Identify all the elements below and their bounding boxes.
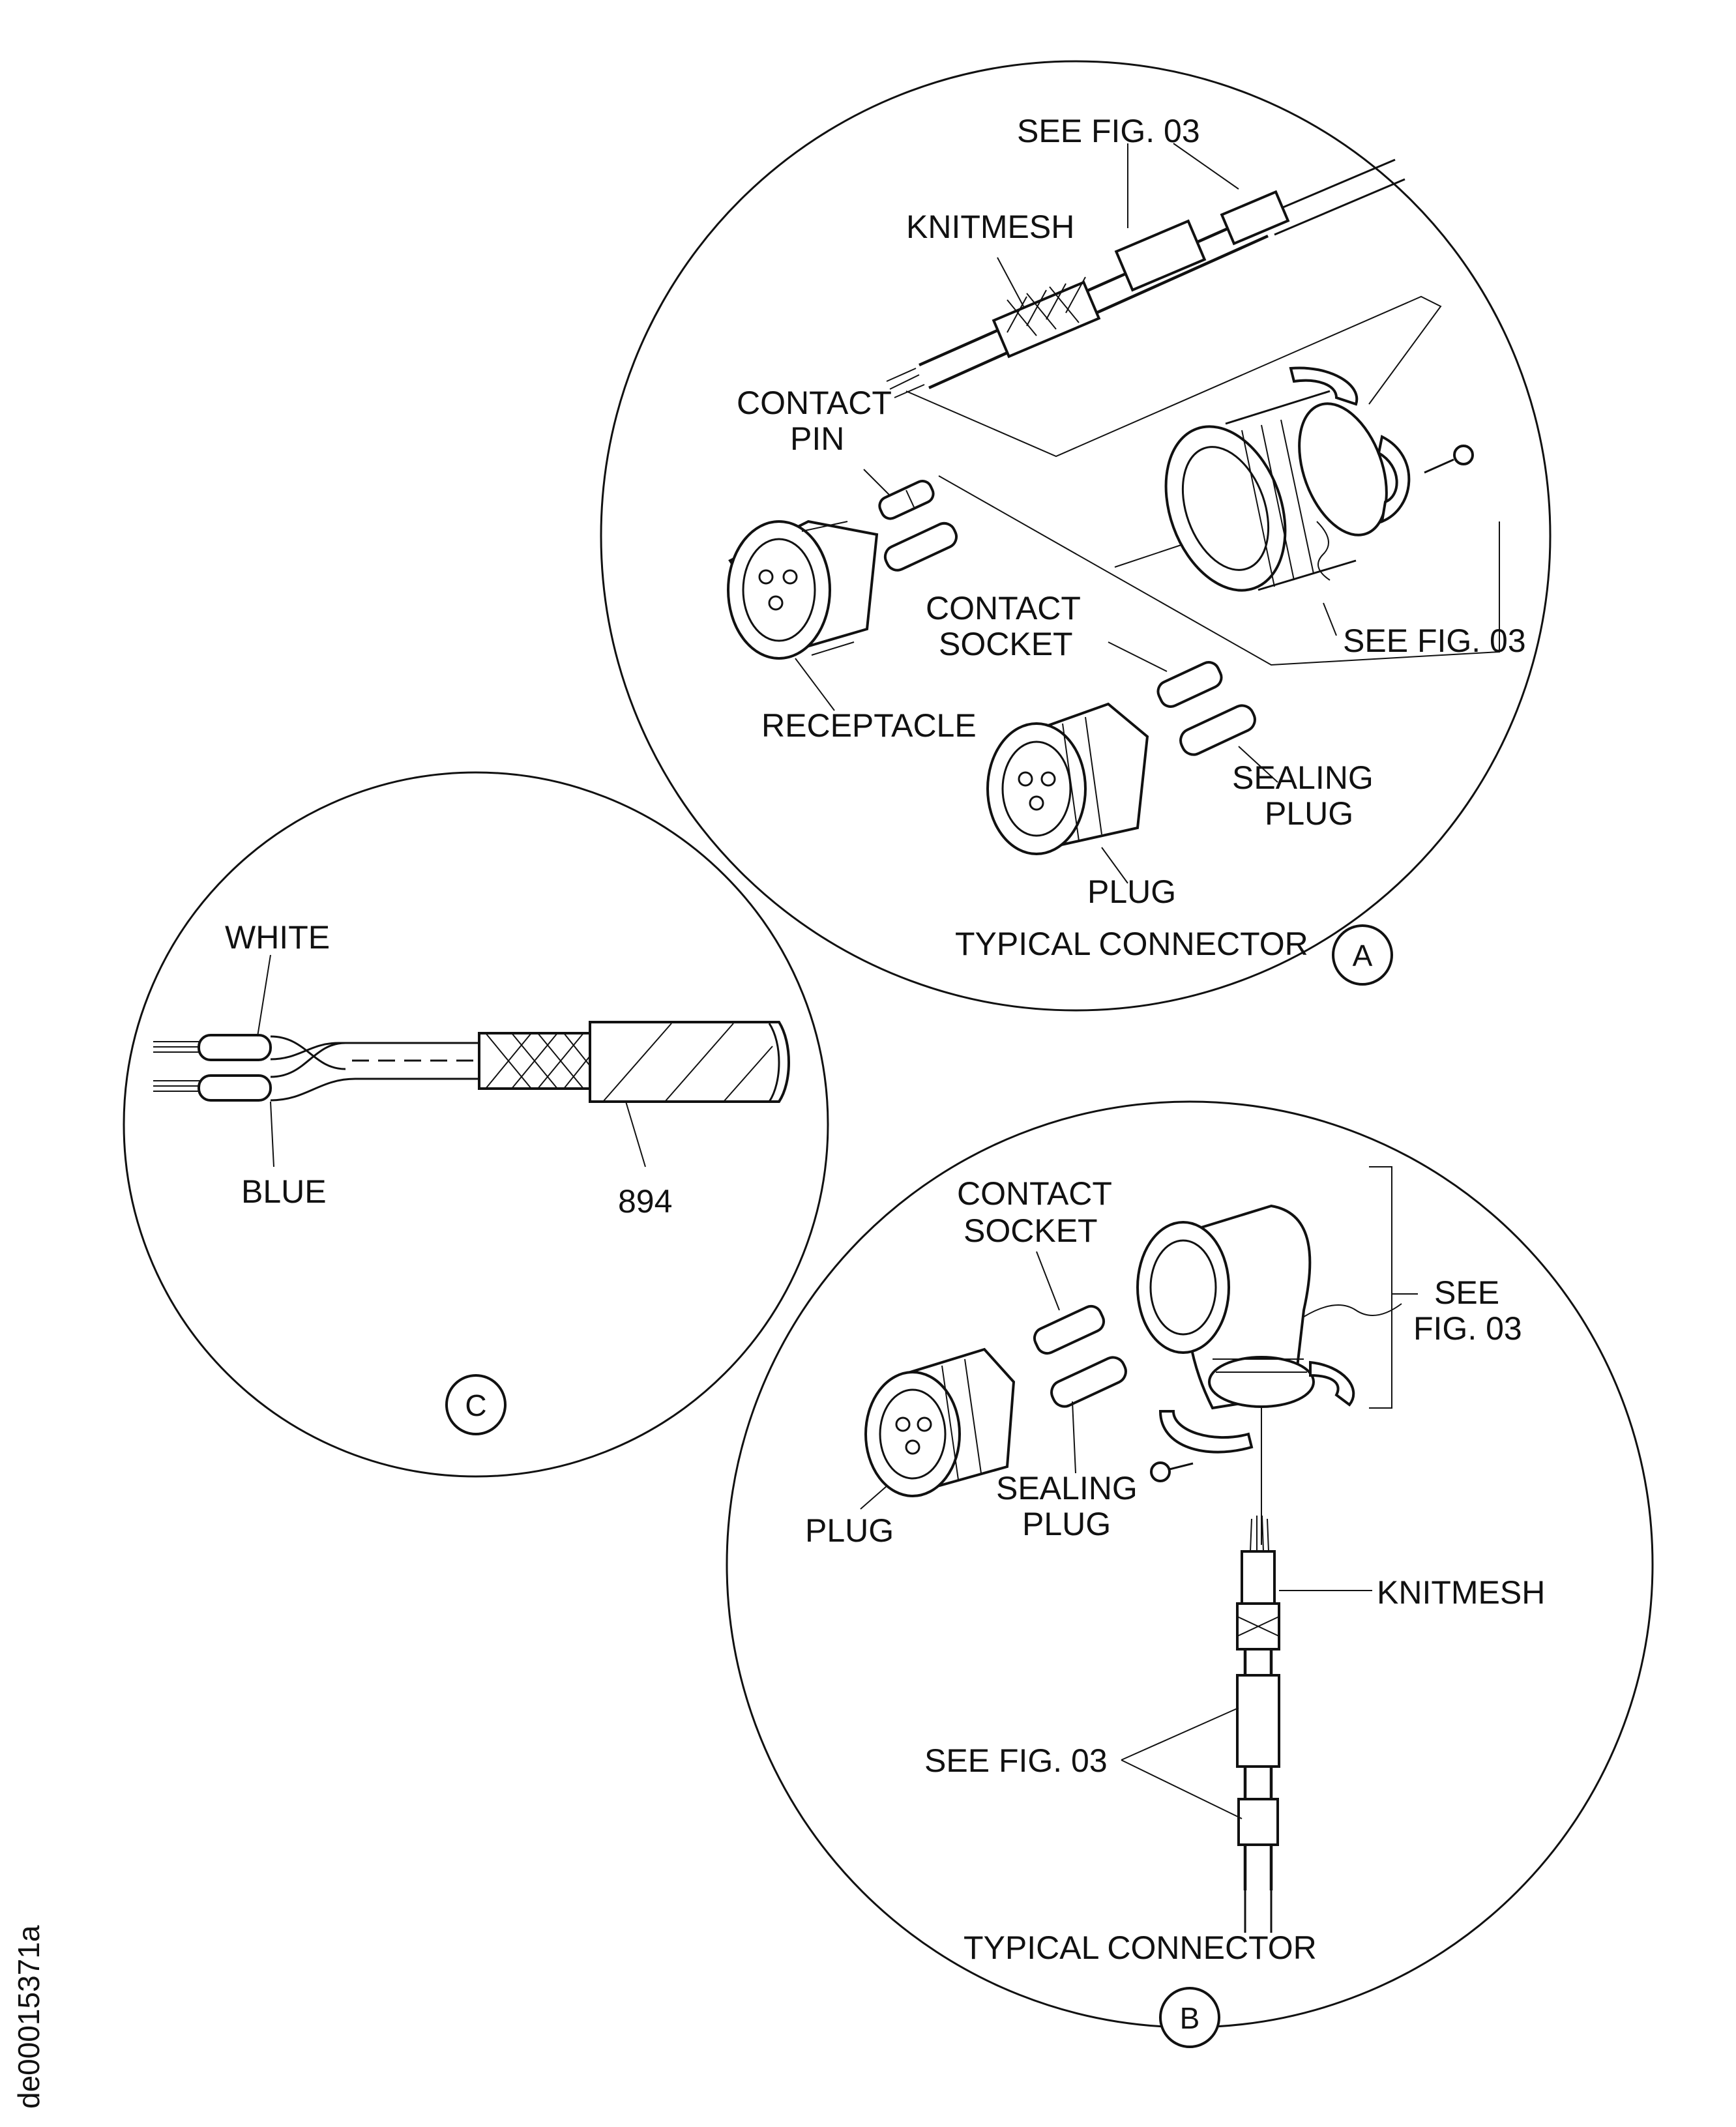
detail-b-elbow-backshell: [1136, 1204, 1402, 1482]
detail-a-leader-see-fig-top: [1127, 143, 1239, 228]
detail-a-clamp-screw: [1424, 445, 1474, 474]
detail-a-label-contact-pin-2: PIN: [790, 420, 844, 457]
detail-a-label-receptacle: RECEPTACLE: [761, 707, 977, 744]
figure-id: de00015371a: [12, 1925, 46, 2109]
detail-a-marker: A: [1353, 939, 1373, 973]
detail-c-label-894: 894: [618, 1183, 672, 1220]
detail-a: SEE FIG. 03 KNITMESH CONTACT PIN SEE FIG…: [600, 60, 1552, 1012]
detail-a-leader-receptacle: [795, 658, 835, 711]
detail-c-marker: C: [465, 1388, 486, 1422]
detail-a-label-see-fig-top: SEE FIG. 03: [1017, 113, 1200, 149]
detail-c-leader-894: [625, 1101, 646, 1167]
detail-a-contact-socket: [1156, 661, 1223, 708]
detail-a-cable: [886, 158, 1405, 398]
detail-b-label-contact-socket-2: SOCKET: [964, 1212, 1098, 1249]
detail-b-label-knitmesh: KNITMESH: [1377, 1574, 1545, 1611]
detail-a-label-plug: PLUG: [1087, 873, 1176, 910]
detail-a-leader-contact-pin: [863, 469, 890, 496]
detail-b-label-plug: PLUG: [805, 1512, 894, 1549]
detail-a-label-contact-socket-1: CONTACT: [926, 590, 1081, 626]
detail-a-leader-knitmesh: [997, 257, 1024, 307]
detail-c-label-blue: BLUE: [241, 1173, 327, 1210]
detail-a-title: TYPICAL CONNECTOR: [955, 926, 1308, 962]
detail-a-label-contact-pin-1: CONTACT: [737, 385, 892, 421]
detail-a-plug: [986, 702, 1149, 855]
detail-a-label-knitmesh: KNITMESH: [906, 209, 1074, 245]
detail-b-label-sealing-plug-2: PLUG: [1022, 1506, 1111, 1542]
detail-b-bracket: [1369, 1166, 1392, 1409]
detail-a-leader-sealing-plug: [1238, 746, 1278, 783]
detail-a-label-contact-socket-2: SOCKET: [939, 626, 1073, 662]
detail-a-leader-contact-socket: [1108, 641, 1168, 672]
detail-b-label-see-1: SEE: [1434, 1274, 1499, 1311]
detail-a-receptacle: [727, 520, 879, 660]
detail-c-shield-braid: [478, 1032, 591, 1090]
detail-c: WHITE BLUE 894 C: [123, 771, 829, 1478]
detail-b-label-contact-socket-1: CONTACT: [957, 1175, 1112, 1212]
detail-a-backshell: [1164, 366, 1474, 592]
detail-b-marker-circle: [1159, 1987, 1220, 2048]
detail-a-contact-pin: [878, 480, 935, 520]
detail-b-sealing-plug: [1050, 1356, 1127, 1408]
detail-c-wires: [153, 1034, 482, 1102]
detail-b-leader-sealing-plug: [1072, 1401, 1076, 1474]
detail-b-cable: [1236, 1515, 1280, 1933]
detail-b-marker: B: [1180, 2001, 1200, 2035]
detail-c-marker-circle: [445, 1374, 507, 1435]
detail-a-leader-see-fig-right: [1323, 602, 1337, 636]
detail-b-label-see-2: FIG. 03: [1413, 1310, 1522, 1347]
detail-c-boundary: [123, 771, 829, 1478]
detail-a-projection-line-2: [938, 475, 1500, 666]
detail-b-leader-contact-socket: [1036, 1251, 1060, 1311]
detail-c-cable-jacket: [589, 1021, 790, 1103]
detail-a-projection-line-1: [905, 295, 1442, 458]
detail-a-marker-circle: [1332, 924, 1393, 986]
detail-b: CONTACT SOCKET SEE FIG. 03 SEALING PLUG …: [726, 1100, 1654, 2048]
detail-c-label-white: WHITE: [225, 919, 330, 956]
detail-b-label-see-fig-bottom: SEE FIG. 03: [924, 1742, 1108, 1779]
detail-b-label-sealing-plug-1: SEALING: [996, 1470, 1138, 1506]
detail-a-sealing-plug-lower: [1179, 704, 1256, 756]
detail-c-leader-white: [257, 954, 271, 1037]
detail-a-boundary: [600, 60, 1552, 1012]
detail-a-label-sealing-plug-1: SEALING: [1232, 759, 1374, 796]
detail-b-plug: [864, 1347, 1016, 1497]
detail-b-clamp-screw: [1150, 1461, 1194, 1482]
detail-b-contact-socket: [1033, 1304, 1106, 1355]
detail-a-leader-plug: [1101, 847, 1128, 884]
detail-b-title: TYPICAL CONNECTOR: [964, 1929, 1317, 1966]
detail-a-label-sealing-plug-2: PLUG: [1265, 795, 1353, 832]
detail-b-leader-see-fig-bottom: [1121, 1707, 1243, 1819]
detail-b-leader-plug: [860, 1486, 887, 1510]
detail-a-label-see-fig-right: SEE FIG. 03: [1343, 623, 1526, 659]
detail-a-sealing-plug-upper: [883, 521, 958, 572]
detail-c-leader-blue: [270, 1101, 274, 1167]
detail-a-knitmesh-braid: [992, 276, 1101, 359]
